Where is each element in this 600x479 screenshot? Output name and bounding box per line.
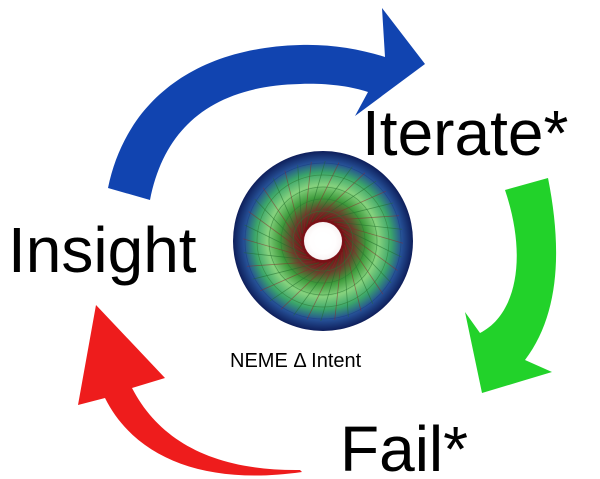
spirograph-line: [260, 262, 324, 292]
spirograph-ring: [280, 198, 366, 284]
iterate-label: Iterate*: [362, 97, 568, 169]
spirograph-line: [318, 180, 377, 220]
spirograph-line: [297, 165, 303, 234]
spirograph-line: [247, 261, 316, 267]
spirograph-ring: [292, 210, 354, 272]
spirograph-line: [326, 202, 394, 220]
spirograph-line: [322, 190, 386, 220]
spirograph-line: [254, 198, 303, 249]
insight-label: Insight: [8, 214, 197, 286]
spirograph-line: [284, 170, 302, 238]
spirograph-line: [308, 162, 340, 225]
spirograph-line: [252, 262, 320, 280]
center-orb: [233, 151, 413, 331]
spirograph-line: [244, 224, 307, 256]
spirograph-line: [344, 236, 384, 295]
spirograph-line: [344, 244, 362, 312]
spirograph-line: [243, 252, 313, 261]
spirograph-line: [269, 262, 328, 302]
spirograph-line: [315, 172, 366, 221]
spirograph-line: [333, 221, 403, 230]
fail-to-insight-arrow: [78, 305, 302, 476]
spirograph-line: [305, 160, 326, 228]
spirograph-line: [330, 215, 399, 221]
center-caption: NEME Δ Intent: [230, 350, 362, 372]
spirograph-line: [320, 254, 341, 322]
spirograph-pattern: [242, 160, 404, 322]
spirograph-line: [262, 187, 302, 246]
spirograph-line: [306, 257, 338, 320]
spirograph-line: [334, 251, 343, 321]
spirograph-ring: [256, 174, 390, 308]
iterate-to-fail-arrow: [465, 178, 557, 393]
spirograph-line: [303, 161, 312, 231]
spirograph-ring: [244, 162, 402, 320]
fail-label: Fail*: [340, 413, 468, 479]
spirograph-line: [339, 226, 402, 258]
spirograph-line: [343, 248, 349, 317]
spirograph-line: [293, 259, 335, 316]
spirograph-line: [343, 233, 392, 284]
spirograph-line: [344, 240, 374, 304]
spirograph-line: [341, 229, 398, 271]
insight-to-iterate-arrow: [108, 8, 425, 200]
spirograph-line: [280, 261, 331, 310]
spirograph-line: [272, 178, 302, 242]
spirograph-ring: [268, 186, 378, 296]
spirograph-line: [248, 211, 305, 253]
spirograph-line: [336, 223, 404, 244]
spirograph-line: [311, 166, 353, 223]
spirograph-line: [242, 238, 310, 259]
